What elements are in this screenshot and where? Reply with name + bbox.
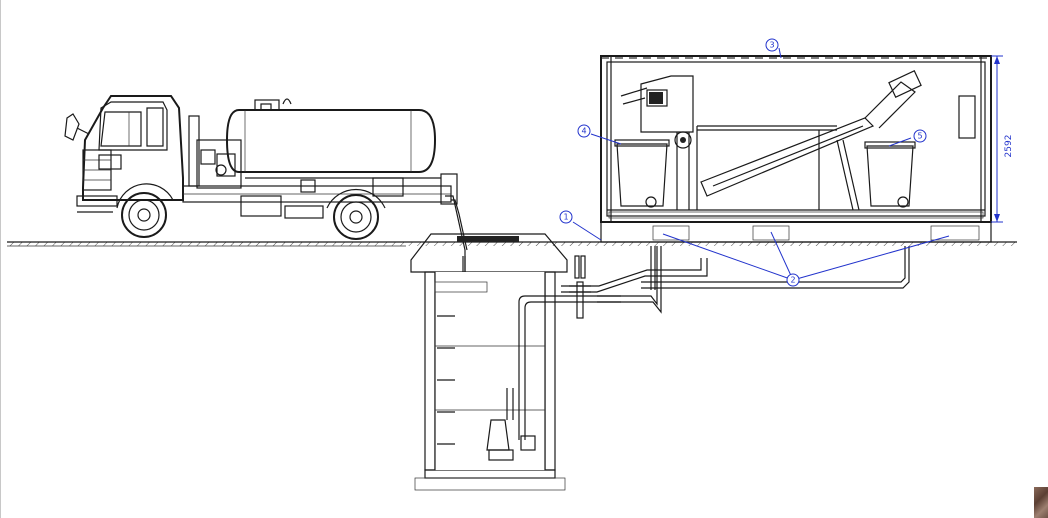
height-dimension: 2592: [991, 55, 1014, 223]
callout-2-label: 2: [790, 276, 795, 285]
tanker-truck: [64, 95, 468, 290]
callout-2: 2: [786, 273, 800, 287]
callout-3: 3: [765, 38, 779, 52]
corner-thumbnail: [1034, 487, 1048, 518]
callout-4-label: 4: [581, 127, 586, 136]
callout-4: 4: [577, 124, 591, 138]
callout-1: 1: [559, 210, 573, 224]
pipe-runs: [561, 246, 910, 319]
callout-3-label: 3: [769, 41, 774, 50]
container-unit: [600, 55, 992, 243]
underground-pit: [410, 233, 621, 491]
ground-line: [7, 241, 1017, 247]
callout-1-label: 1: [563, 213, 568, 222]
dimension-label: 2592: [1004, 135, 1014, 158]
callout-5-label: 5: [917, 132, 922, 141]
callout-leaders: [572, 47, 950, 281]
callout-5: 5: [913, 129, 927, 143]
